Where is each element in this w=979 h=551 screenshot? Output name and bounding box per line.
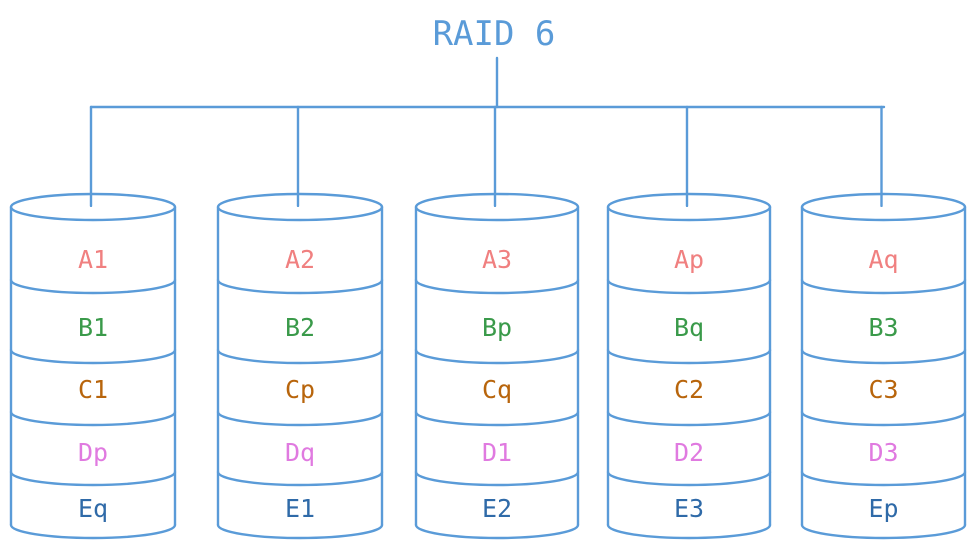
block-label: Cq bbox=[482, 375, 512, 404]
block-separator bbox=[800, 278, 967, 295]
block-separator bbox=[414, 348, 580, 365]
block-separator bbox=[800, 410, 967, 427]
block-label: E2 bbox=[482, 494, 512, 523]
block-separator bbox=[9, 348, 177, 365]
block-label: Eq bbox=[78, 494, 108, 523]
block-separator bbox=[414, 278, 580, 295]
block-label: A1 bbox=[78, 245, 108, 274]
block-label: D2 bbox=[674, 438, 704, 467]
disk-body bbox=[608, 207, 770, 538]
block-separator bbox=[800, 470, 967, 487]
disk-bottom bbox=[216, 523, 384, 540]
block-label: Dq bbox=[285, 438, 315, 467]
block-label: C3 bbox=[868, 375, 898, 404]
block-label: Aq bbox=[868, 245, 898, 274]
block-separator bbox=[606, 348, 772, 365]
disk-body bbox=[218, 207, 382, 538]
block-label: E1 bbox=[285, 494, 315, 523]
block-separator bbox=[216, 278, 384, 295]
block-label: B3 bbox=[868, 313, 898, 342]
disk-array: A1B1C1DpEqA2B2CpDqE1A3BpCqD1E2ApBqC2D2E3… bbox=[9, 192, 967, 540]
block-label: Ap bbox=[674, 245, 704, 274]
block-separator bbox=[800, 348, 967, 365]
block-separator bbox=[9, 410, 177, 427]
diagram-title: RAID 6 bbox=[433, 14, 556, 54]
block-label: C1 bbox=[78, 375, 108, 404]
block-label: A3 bbox=[482, 245, 512, 274]
disk-body bbox=[416, 207, 578, 538]
block-separator bbox=[216, 470, 384, 487]
block-label: E3 bbox=[674, 494, 704, 523]
block-separator bbox=[606, 470, 772, 487]
block-label: D1 bbox=[482, 438, 512, 467]
block-separator bbox=[606, 278, 772, 295]
disk-body bbox=[802, 207, 965, 538]
block-separator bbox=[216, 410, 384, 427]
block-label: B2 bbox=[285, 313, 315, 342]
block-separator bbox=[414, 470, 580, 487]
block-separator bbox=[216, 348, 384, 365]
block-label: B1 bbox=[78, 313, 108, 342]
block-label: Bp bbox=[482, 313, 512, 342]
connector-lines bbox=[89, 56, 886, 208]
disk-bottom bbox=[9, 523, 177, 540]
block-separator bbox=[9, 278, 177, 295]
disk-bottom bbox=[414, 523, 580, 540]
block-label: Bq bbox=[674, 313, 704, 342]
block-label: C2 bbox=[674, 375, 704, 404]
block-label: Ep bbox=[868, 494, 898, 523]
block-label: Dp bbox=[78, 438, 108, 467]
block-label: Cp bbox=[285, 375, 315, 404]
block-separator bbox=[9, 470, 177, 487]
block-separator bbox=[606, 410, 772, 427]
disk-body bbox=[11, 207, 175, 538]
block-separator bbox=[414, 410, 580, 427]
disk-bottom bbox=[800, 523, 967, 540]
block-label: A2 bbox=[285, 245, 315, 274]
block-label: D3 bbox=[868, 438, 898, 467]
disk-bottom bbox=[606, 523, 772, 540]
